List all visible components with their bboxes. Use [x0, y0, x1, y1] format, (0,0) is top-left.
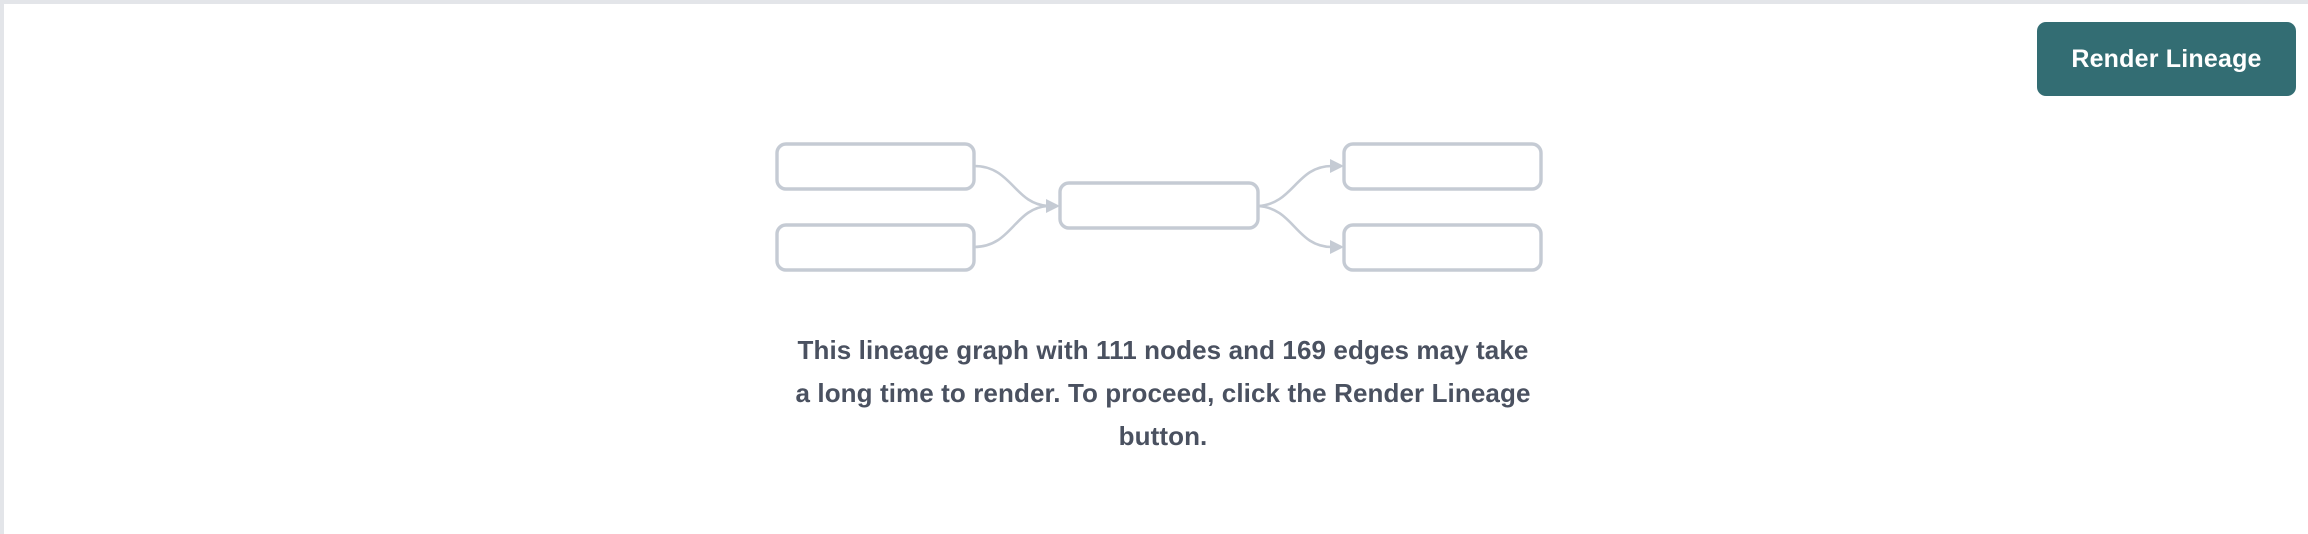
lineage-warning-message: This lineage graph with 111 nodes and 16…	[758, 329, 1568, 458]
arrowhead-into-right-top	[1330, 159, 1344, 173]
graph-node-right-top	[1342, 142, 1543, 191]
edge-center-to-right-top	[1257, 164, 1333, 208]
graph-node-center	[1058, 181, 1260, 230]
edge-center-to-right-bottom	[1257, 204, 1333, 249]
arrowhead-into-center	[1046, 199, 1060, 213]
edge-left-bottom-to-center	[973, 204, 1049, 249]
graph-node-left-top	[775, 142, 976, 191]
message-line-2: a long time to render. To proceed, click…	[795, 378, 1531, 408]
message-line-1: This lineage graph with 111 nodes and 16…	[797, 335, 1529, 365]
arrowhead-into-right-bottom	[1330, 240, 1344, 254]
message-line-3: button.	[1118, 421, 1208, 451]
graph-node-left-bottom	[775, 223, 976, 272]
graph-node-right-bottom	[1342, 223, 1543, 272]
edge-left-top-to-center	[973, 164, 1049, 208]
render-lineage-button[interactable]: Render Lineage	[2037, 22, 2296, 96]
